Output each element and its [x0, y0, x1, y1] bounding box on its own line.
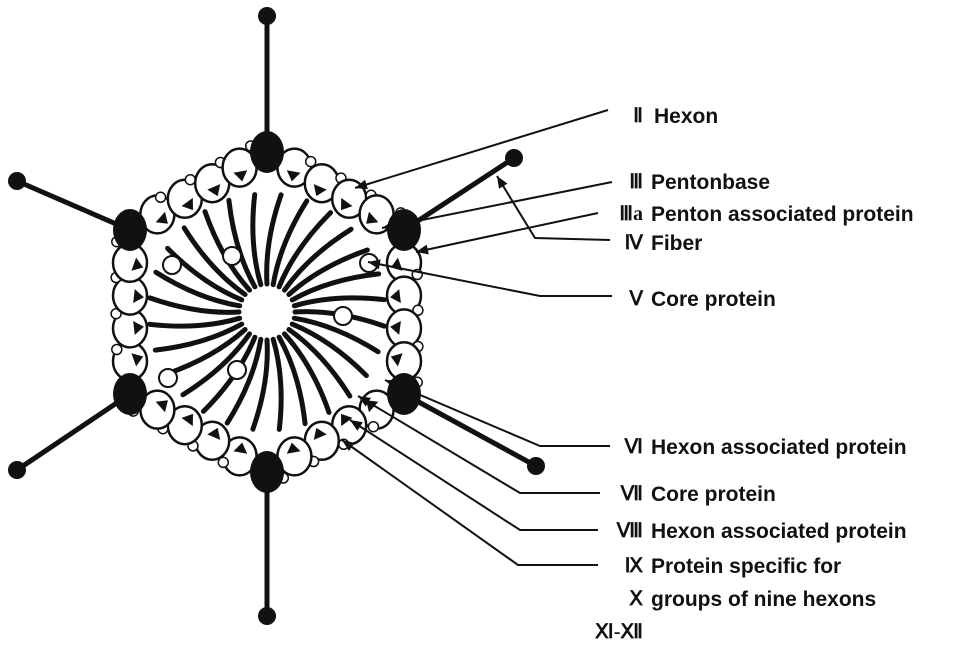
penton-base: [113, 373, 147, 415]
label-numeral-fiber: Ⅳ: [625, 233, 643, 253]
core-strand: [273, 339, 281, 429]
label-numeral-xi-xii: Ⅺ-Ⅻ: [595, 622, 643, 642]
fiber-knob: [527, 457, 545, 475]
protein-ix-sphere: [368, 422, 378, 432]
label-pentonbase: Pentonbase: [651, 172, 770, 193]
fiber-knob: [8, 172, 26, 190]
penton-fibers: [8, 7, 545, 625]
label-hexon: Hexon: [654, 106, 718, 127]
leader-line: [342, 440, 598, 565]
leader-line: [350, 420, 598, 530]
core-strand: [253, 195, 261, 285]
protein-ix-sphere: [112, 345, 122, 355]
fiber-knob: [8, 461, 26, 479]
penton-base: [250, 451, 284, 493]
fiber-shaft: [404, 394, 536, 466]
penton-base: [250, 131, 284, 173]
label-groups-of-nine-hexons: groups of nine hexons: [651, 589, 876, 610]
fiber-shaft: [17, 394, 130, 470]
viral-core: [150, 195, 385, 430]
core-protein-sphere: [334, 307, 352, 325]
protein-ix-sphere: [156, 192, 166, 202]
label-numeral-ix: Ⅸ: [625, 556, 643, 576]
label-numeral-penton-associated: Ⅲa: [619, 204, 643, 224]
label-protein-specific-for: Protein specific for: [651, 556, 841, 577]
label-numeral-hexon: Ⅱ: [633, 106, 643, 126]
label-numeral-pentonbase: Ⅲ: [629, 172, 643, 192]
label-leader-lines: [342, 110, 612, 565]
label-numeral-core-protein-vii: Ⅶ: [621, 484, 643, 504]
label-core-protein-vii: Core protein: [651, 484, 776, 505]
core-strand: [150, 318, 240, 326]
label-fiber: Fiber: [651, 233, 702, 254]
core-protein-sphere: [163, 256, 181, 274]
fiber-knob: [258, 7, 276, 25]
label-hexon-associated-protein-vi: Hexon associated protein: [651, 437, 907, 458]
penton-base: [113, 209, 147, 251]
penton-base: [387, 209, 421, 251]
label-core-protein-v: Core protein: [651, 289, 776, 310]
core-protein-sphere: [223, 247, 241, 265]
core-strand: [294, 298, 384, 306]
fiber-knob: [258, 607, 276, 625]
label-numeral-x: Ⅹ: [629, 589, 643, 609]
leader-line: [382, 182, 612, 228]
label-penton-associated-protein: Penton associated protein: [651, 204, 914, 225]
core-protein-sphere: [159, 369, 177, 387]
core-protein-sphere: [228, 361, 246, 379]
leader-arrowhead: [497, 176, 508, 189]
label-numeral-core-protein-v: Ⅴ: [629, 289, 643, 309]
protein-ix-sphere: [185, 175, 195, 185]
label-numeral-hexon-associated-vi: Ⅵ: [625, 437, 643, 457]
label-numeral-hexon-associated-viii: Ⅷ: [617, 521, 643, 541]
fiber-knob: [505, 149, 523, 167]
label-hexon-associated-protein-viii: Hexon associated protein: [651, 521, 907, 542]
fiber-shaft: [17, 181, 130, 230]
leader-line: [416, 213, 598, 252]
capsid-shell: [111, 131, 423, 493]
